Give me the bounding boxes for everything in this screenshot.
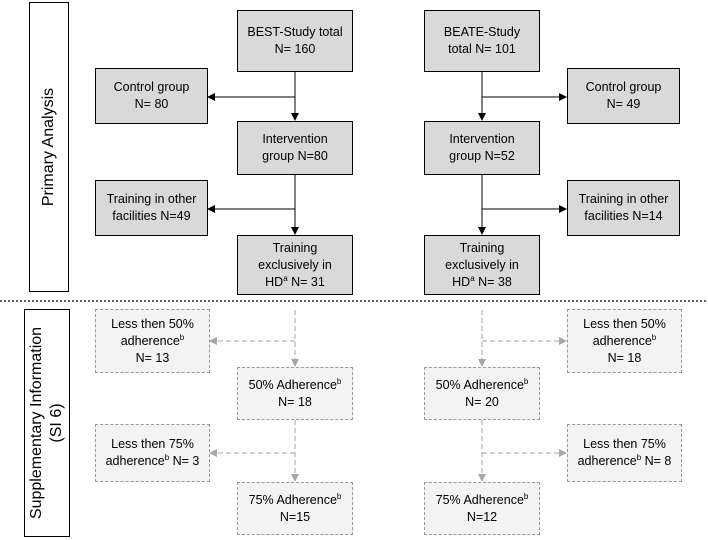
best-lt75-n: N= 3 [169,454,200,468]
best-a75-n: N=15 [279,509,311,524]
best-a75-sup: b [336,491,342,501]
beate-lt75-line2: adherenceb N= 8 [578,453,672,470]
best-intervention-line1: Intervention [262,132,328,146]
best-total-box: BEST-Study total N= 160 [237,10,353,72]
best-lt50-n: N= 13 [135,350,170,365]
beate-a75-sup: b [523,491,529,501]
best-a50-text: 50% Adherence [248,377,337,392]
beate-lt50-box: Less then 50% adherenceb N= 18 [567,309,682,373]
best-intervention-box: Intervention group N=80 [237,121,353,175]
beate-lt50-sup: b [651,332,657,342]
beate-lt75-sup: b [636,452,642,462]
best-lt50-line2: adherenceb [111,333,194,350]
beate-a50-text: 50% Adherence [435,377,524,392]
beate-intervention-line1: Intervention [449,132,515,146]
best-total-line2: N= 160 [274,42,316,56]
beate-excl-line1: Training [459,240,505,255]
best-intervention-line2: group N=80 [262,149,328,163]
best-lt75-line2: adherenceb N= 3 [106,453,200,470]
best-excl-line3: HDa N= 31 [258,274,332,291]
best-a50-sup: b [336,376,342,386]
beate-a50-sup: b [523,376,529,386]
beate-intervention-box: Intervention group N=52 [424,121,540,175]
beate-lt75-line1: Less then 75% [583,437,666,451]
best-lt75-word: adherence [105,454,165,468]
supplementary-label: Supplementary Information (SI 6) [27,327,67,519]
beate-total-line2: total N= 101 [448,42,516,56]
best-lt75-line1: Less then 75% [111,437,194,451]
best-excl-n: N= 31 [287,274,325,289]
beate-other-line1: Training in other [578,192,669,206]
beate-excl-sup: a [470,273,475,283]
beate-lt75-box: Less then 75% adherenceb N= 8 [567,424,682,482]
beate-a50-n: N= 20 [465,394,499,409]
beate-exclusive-hd-box: Training exclusively in HDa N= 38 [424,235,540,295]
beate-lt50-n: N= 18 [607,350,642,365]
best-lt50-word: adherence [120,333,180,348]
best-lt50-line1: Less then 50% [111,316,194,331]
beate-excl-line3: HDa N= 38 [445,274,519,291]
best-lt50-box: Less then 50% adherenceb N= 13 [95,309,210,373]
best-other-line1: Training in other [106,192,197,206]
beate-other-facilities-box: Training in other facilities N=14 [567,180,680,236]
best-excl-hd: HD [265,274,284,289]
beate-lt50-line2: adherenceb [583,333,666,350]
beate-control-box: Control group N= 49 [567,68,680,124]
best-excl-line2: exclusively in [258,257,332,272]
best-a75-line1: 75% Adherenceb [249,492,342,509]
beate-lt75-word: adherence [577,454,637,468]
best-control-line2: N= 80 [134,97,169,111]
beate-a75-line1: 75% Adherenceb [436,492,529,509]
supplementary-label-line1: Supplementary Information [28,326,45,520]
beate-other-line2: facilities N=14 [584,209,663,223]
best-a75-text: 75% Adherence [248,492,337,507]
beate-lt50-word: adherence [592,333,652,348]
beate-a75-text: 75% Adherence [435,492,524,507]
best-control-box: Control group N= 80 [95,68,208,124]
beate-intervention-line2: group N=52 [449,149,515,163]
best-excl-line1: Training [272,240,318,255]
beate-control-line1: Control group [585,80,662,94]
primary-analysis-label-box: Primary Analysis [29,2,69,292]
supplementary-label-box: Supplementary Information (SI 6) [24,309,70,537]
beate-total-box: BEATE-Study total N= 101 [424,10,540,72]
best-other-line2: facilities N=49 [112,209,191,223]
beate-control-line2: N= 49 [606,97,641,111]
beate-adherence75-box: 75% Adherenceb N=12 [424,482,540,535]
best-adherence50-box: 50% Adherenceb N= 18 [237,367,353,420]
best-a50-n: N= 18 [278,394,312,409]
beate-excl-hd: HD [452,274,471,289]
best-lt50-sup: b [179,332,185,342]
best-exclusive-hd-box: Training exclusively in HDa N= 31 [237,235,353,295]
beate-excl-line2: exclusively in [445,257,519,272]
best-total-line1: BEST-Study total [247,25,343,39]
beate-excl-n: N= 38 [474,274,512,289]
beate-total-line1: BEATE-Study [443,25,521,39]
best-control-line1: Control group [113,80,190,94]
best-lt75-box: Less then 75% adherenceb N= 3 [95,424,210,482]
best-other-facilities-box: Training in other facilities N=49 [95,180,208,236]
best-a50-line1: 50% Adherenceb [249,377,342,394]
beate-adherence50-box: 50% Adherenceb N= 20 [424,367,540,420]
best-adherence75-box: 75% Adherenceb N=15 [237,482,353,535]
best-lt75-sup: b [164,452,170,462]
supplementary-label-line2: (SI 6) [48,403,65,443]
best-excl-sup: a [283,273,288,283]
beate-a50-line1: 50% Adherenceb [436,377,529,394]
primary-analysis-label: Primary Analysis [40,87,57,207]
beate-lt75-n: N= 8 [641,454,672,468]
beate-lt50-line1: Less then 50% [583,316,666,331]
beate-a75-n: N=12 [466,509,498,524]
